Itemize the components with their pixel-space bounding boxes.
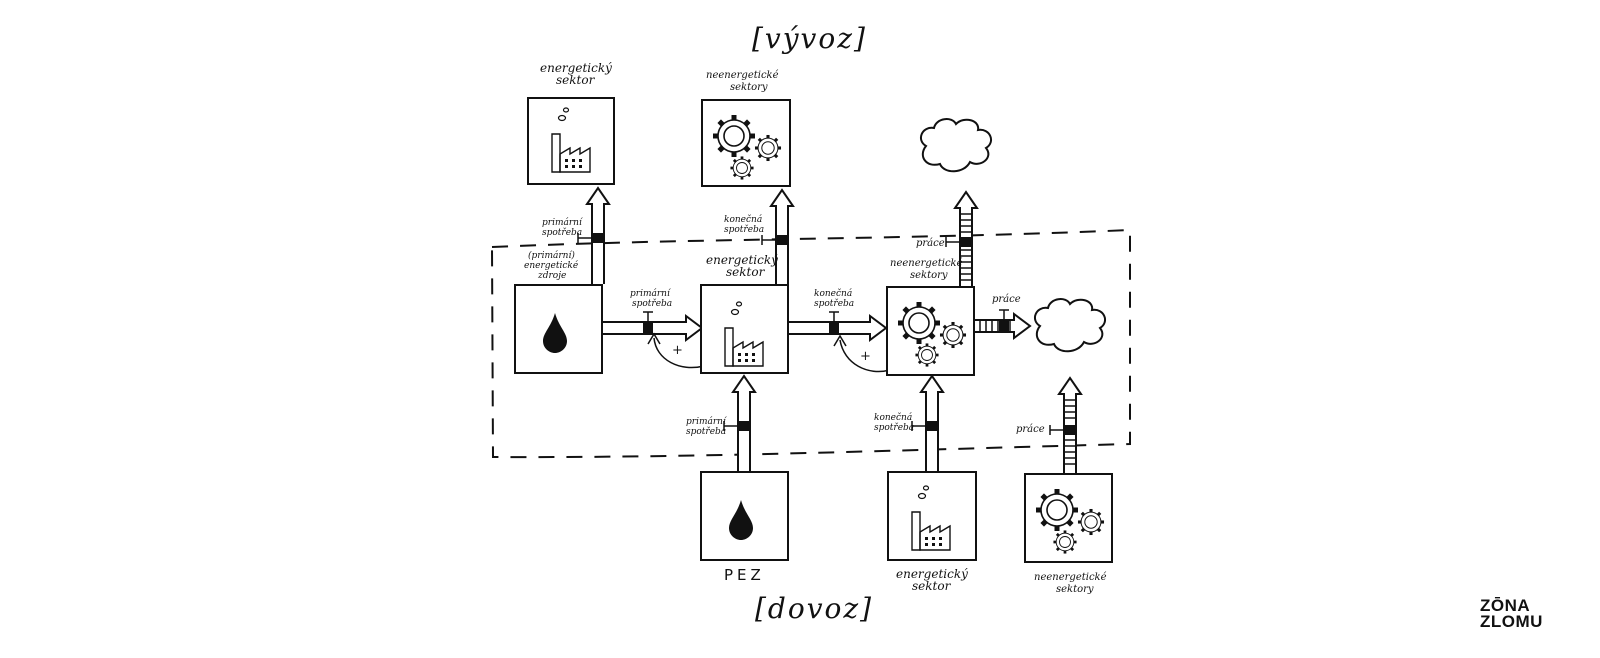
- logo-line-1: ZŌNA: [1480, 596, 1531, 615]
- label-primary-cons-2a: primární: [630, 288, 671, 299]
- label-primary-resources-1: (primární): [528, 250, 575, 261]
- arrow-right-primary: [602, 311, 704, 342]
- label-final-cons-1b: spotřeba: [724, 224, 764, 235]
- feedback-arrowhead-1: [647, 332, 661, 345]
- label-energy-sector-mid-2: sektor: [726, 265, 766, 279]
- label-final-cons-3b: spotřeba: [874, 422, 914, 433]
- arrow-up-primary-export: [577, 186, 611, 284]
- box-pez: [700, 471, 789, 561]
- label-final-cons-1a: konečná: [724, 214, 762, 225]
- label-plus-1: +: [672, 343, 683, 358]
- label-primary-cons-3b: spotřeba: [686, 426, 726, 437]
- label-pez: PEZ: [724, 566, 765, 584]
- label-energy-sector-bottom-1: energetický: [896, 567, 968, 581]
- system-boundary: [490, 228, 1131, 459]
- label-energy-sector-top-2: sektor: [556, 73, 596, 87]
- title-export: [vývoz]: [752, 22, 867, 55]
- label-final-cons-3a: konečná: [874, 412, 912, 423]
- label-primary-cons-1a: primární: [542, 217, 583, 228]
- label-final-cons-2b: spotřeba: [814, 298, 854, 309]
- logo-line-2: ZLOMU: [1480, 612, 1543, 631]
- arrow-up-primary-import: [723, 374, 757, 472]
- box-energy-sector-bottom: [887, 471, 977, 561]
- title-import: [dovoz]: [755, 592, 873, 625]
- cloud-icon-work: [1033, 298, 1107, 353]
- label-energy-sector-top-1: energetický: [540, 61, 612, 75]
- label-work-2: práce: [992, 294, 1021, 305]
- label-energy-sector-mid-1: energetický: [706, 253, 778, 267]
- label-primary-resources-2: energetické: [524, 260, 579, 271]
- arrow-up-final-import: [911, 374, 945, 472]
- label-non-energy-top-1: neenergetické: [706, 70, 779, 81]
- label-non-energy-top-2: sektory: [730, 82, 768, 93]
- label-non-energy-mid-2: sektory: [910, 270, 948, 281]
- label-energy-sector-bottom-2: sektor: [912, 579, 952, 593]
- label-non-energy-bottom-1: neenergetické: [1034, 572, 1107, 583]
- feedback-arrowhead-2: [833, 334, 847, 347]
- box-non-energy-top: [701, 99, 791, 187]
- box-energy-sector-top: [527, 97, 615, 185]
- box-primary-resources: [514, 284, 603, 374]
- label-primary-cons-3a: primární: [686, 416, 727, 427]
- label-final-cons-2a: konečná: [814, 288, 852, 299]
- box-energy-sector-mid: [700, 284, 789, 374]
- label-primary-resources-3: zdroje: [537, 271, 566, 281]
- label-plus-2: +: [860, 349, 871, 364]
- label-non-energy-bottom-2: sektory: [1056, 584, 1094, 595]
- label-primary-cons-2b: spotřeba: [632, 298, 672, 309]
- cloud-icon-export: [919, 118, 993, 173]
- feedback-curve-1: [653, 337, 705, 369]
- arrow-up-final-export: [761, 188, 795, 284]
- zona-zlomu-logo: ZŌNA ZLOMU: [1480, 596, 1543, 631]
- box-non-energy-mid: [886, 286, 975, 376]
- arrow-right-final: [788, 311, 888, 342]
- feedback-curve-2: [839, 339, 891, 373]
- arrow-right-work: [974, 309, 1032, 340]
- label-work-3: práce: [1016, 424, 1045, 435]
- label-work-1: práce: [916, 238, 945, 249]
- box-non-energy-bottom: [1024, 473, 1113, 563]
- arrow-up-work-export: [945, 190, 979, 286]
- label-non-energy-mid-1: neenergetické: [890, 258, 963, 269]
- arrow-up-work-import: [1049, 376, 1083, 474]
- label-primary-cons-1b: spotřeba: [542, 227, 582, 238]
